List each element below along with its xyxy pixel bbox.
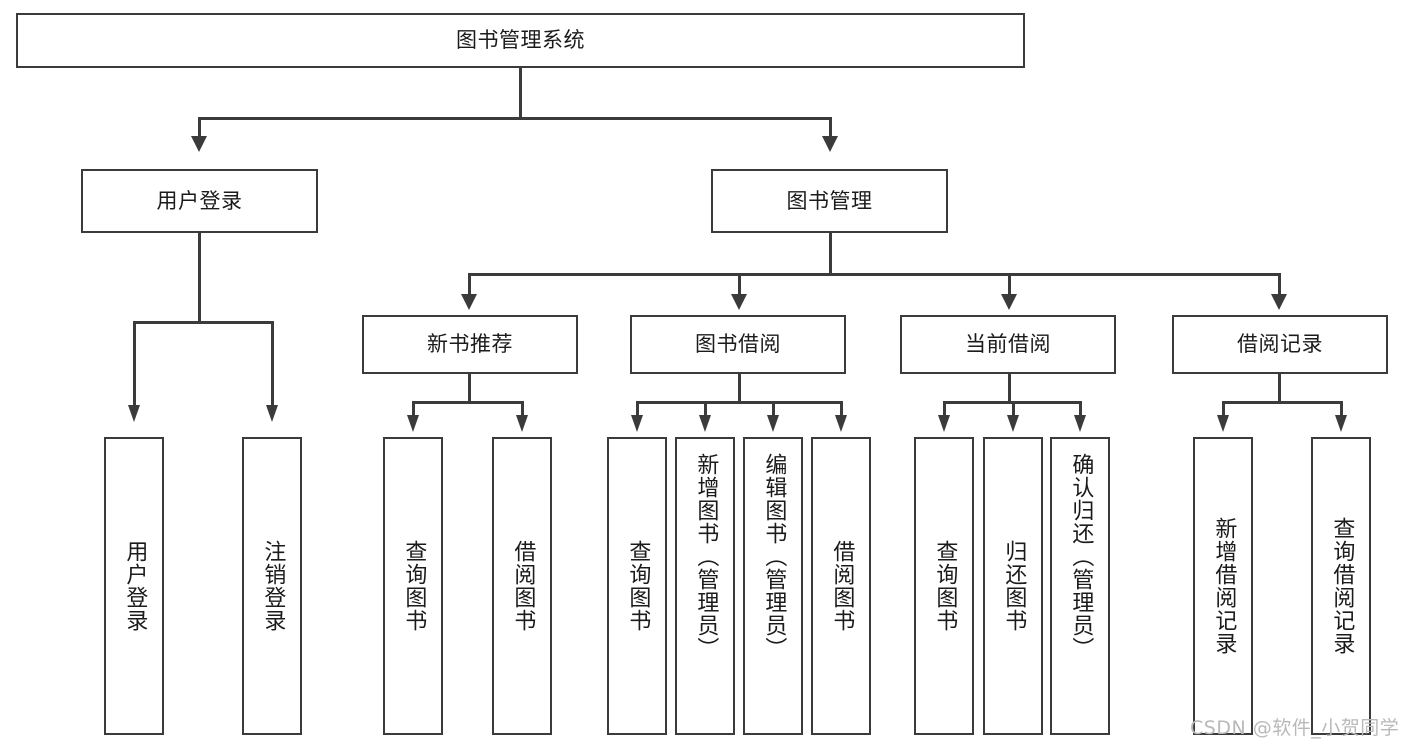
edge-book-borrow-to-leaf2: [704, 401, 707, 419]
leaf-new-book-borrow[interactable]: 借阅图书: [492, 437, 552, 735]
arrowhead-current-borrow-leaf3: [1074, 415, 1086, 432]
edge-user-login-to-leaf1: [133, 321, 136, 409]
arrowhead-to-current-borrow: [1001, 294, 1017, 310]
node-user-login[interactable]: 用户登录: [81, 169, 318, 233]
arrowhead-book-borrow-leaf3: [767, 415, 779, 432]
leaf-borrow-record-query[interactable]: 查询借阅记录: [1311, 437, 1371, 735]
edge-borrow-record-to-leaf2: [1340, 401, 1343, 419]
node-current-borrow[interactable]: 当前借阅: [900, 315, 1116, 374]
edge-root-bus: [198, 117, 832, 120]
edge-current-borrow-stem: [1008, 374, 1011, 403]
edge-current-borrow-to-leaf3: [1079, 401, 1082, 419]
node-label: 新增借阅记录: [1211, 517, 1237, 655]
arrowhead-user-login-to-leaf1: [128, 405, 140, 422]
edge-book-manage-to-new-book: [468, 273, 471, 297]
arrowhead-to-borrow-record: [1271, 294, 1287, 310]
arrowhead-borrow-record-leaf1: [1217, 415, 1229, 432]
edge-book-manage-stem: [829, 233, 832, 275]
arrowhead-book-borrow-leaf2: [699, 415, 711, 432]
leaf-user-login-logout[interactable]: 注销登录: [242, 437, 302, 735]
edge-new-book-stem: [468, 374, 471, 403]
node-book-management[interactable]: 图书管理: [711, 169, 948, 233]
node-label: 查询借阅记录: [1329, 517, 1355, 655]
arrowhead-root-to-book-manage: [822, 136, 838, 152]
edge-book-manage-to-borrow-record: [1278, 273, 1281, 297]
edge-new-book-bus: [412, 401, 524, 404]
node-label: 借阅图书: [829, 540, 855, 632]
edge-current-borrow-to-leaf2: [1012, 401, 1015, 419]
leaf-user-login-login[interactable]: 用户登录: [104, 437, 164, 735]
watermark-text: CSDN @软件_小贺同学: [1190, 717, 1400, 739]
arrowhead-current-borrow-leaf2: [1007, 415, 1019, 432]
edge-book-borrow-to-leaf3: [772, 401, 775, 419]
leaf-book-borrow-query[interactable]: 查询图书: [607, 437, 667, 735]
leaf-current-borrow-confirm-return[interactable]: 确认归还（管理员）: [1050, 437, 1110, 735]
node-label: 用户登录: [156, 188, 243, 213]
node-label: 新增图书（管理员）: [693, 453, 719, 660]
edge-user-login-bus: [133, 321, 272, 324]
edge-book-borrow-to-leaf1: [636, 401, 639, 419]
arrowhead-book-borrow-leaf4: [835, 415, 847, 432]
leaf-current-borrow-return[interactable]: 归还图书: [983, 437, 1043, 735]
edge-book-manage-to-book-borrow: [738, 273, 741, 297]
edge-book-borrow-bus: [636, 401, 842, 404]
edge-root-to-book-manage: [829, 117, 832, 139]
edge-current-borrow-to-leaf1: [943, 401, 946, 419]
arrowhead-book-borrow-leaf1: [631, 415, 643, 432]
node-label: 图书管理系统: [456, 28, 585, 53]
leaf-borrow-record-add[interactable]: 新增借阅记录: [1193, 437, 1253, 735]
edge-user-login-stem: [198, 233, 201, 323]
node-label: 借阅图书: [510, 540, 536, 632]
node-label: 确认归还（管理员）: [1068, 453, 1094, 660]
node-new-book-recommend[interactable]: 新书推荐: [362, 315, 578, 374]
leaf-current-borrow-query[interactable]: 查询图书: [914, 437, 974, 735]
leaf-new-book-query[interactable]: 查询图书: [383, 437, 443, 735]
edge-book-manage-bus: [468, 273, 1280, 276]
edge-root-to-user-login: [198, 117, 201, 139]
leaf-book-borrow-borrow[interactable]: 借阅图书: [811, 437, 871, 735]
edge-book-manage-to-current-borrow: [1008, 273, 1011, 297]
arrowhead-root-to-user-login: [191, 136, 207, 152]
edge-book-borrow-stem: [738, 374, 741, 403]
arrowhead-current-borrow-leaf1: [938, 415, 950, 432]
node-root-library-system[interactable]: 图书管理系统: [16, 13, 1025, 68]
node-label: 新书推荐: [427, 332, 513, 357]
node-label: 编辑图书（管理员）: [761, 453, 787, 660]
node-book-borrow[interactable]: 图书借阅: [630, 315, 846, 374]
arrowhead-user-login-to-leaf2: [266, 405, 278, 422]
leaf-book-borrow-edit[interactable]: 编辑图书（管理员）: [743, 437, 803, 735]
leaf-book-borrow-add[interactable]: 新增图书（管理员）: [675, 437, 735, 735]
node-borrow-record[interactable]: 借阅记录: [1172, 315, 1388, 374]
node-label: 查询图书: [932, 540, 958, 632]
edge-borrow-record-stem: [1278, 374, 1281, 403]
node-label: 查询图书: [401, 540, 427, 632]
arrowhead-new-book-leaf1: [407, 415, 419, 432]
arrowhead-borrow-record-leaf2: [1335, 415, 1347, 432]
edge-borrow-record-to-leaf1: [1222, 401, 1225, 419]
node-label: 用户登录: [122, 540, 148, 632]
arrowhead-to-new-book: [461, 294, 477, 310]
arrowhead-to-book-borrow: [731, 294, 747, 310]
node-label: 图书管理: [786, 188, 873, 213]
node-label: 图书借阅: [695, 332, 781, 357]
node-label: 查询图书: [625, 540, 651, 632]
edge-new-book-to-leaf2: [521, 401, 524, 419]
edge-user-login-to-leaf2: [271, 321, 274, 409]
edge-new-book-to-leaf1: [412, 401, 415, 419]
edge-borrow-record-bus: [1222, 401, 1342, 404]
edge-book-borrow-to-leaf4: [840, 401, 843, 419]
arrowhead-new-book-leaf2: [516, 415, 528, 432]
node-label: 归还图书: [1001, 540, 1027, 632]
node-label: 当前借阅: [965, 332, 1051, 357]
node-label: 注销登录: [260, 540, 286, 632]
edge-root-stem: [519, 68, 522, 118]
node-label: 借阅记录: [1237, 332, 1323, 357]
